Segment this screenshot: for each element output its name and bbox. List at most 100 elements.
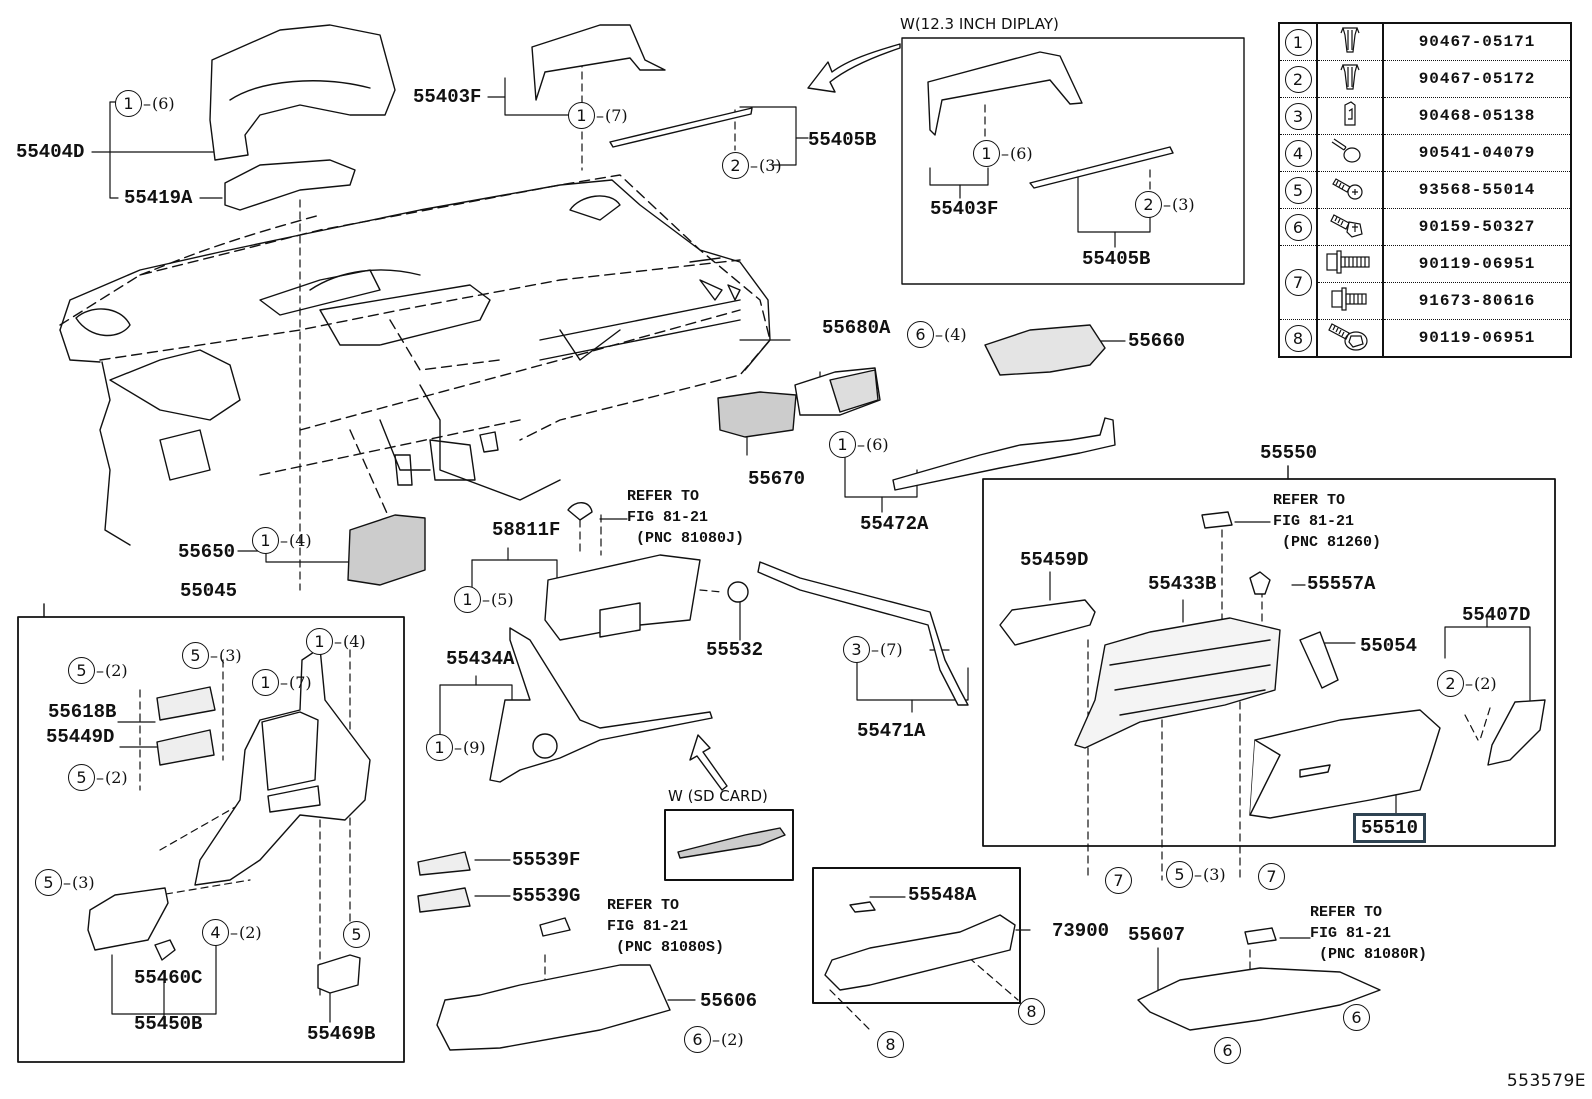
part-label-55550[interactable]: 55550 — [1260, 442, 1318, 464]
part-label-55404D[interactable]: 55404D — [16, 141, 85, 163]
view-arrow-sd — [689, 734, 728, 791]
table-row[interactable]: 1 90467-05171 — [1278, 22, 1572, 61]
part-label-55539F[interactable]: 55539F — [512, 849, 581, 871]
fastener-callout: 8 — [1018, 996, 1045, 1026]
part-label-55459D[interactable]: 55459D — [1020, 549, 1089, 571]
fastener-part-number[interactable]: 90467-05171 — [1382, 22, 1572, 61]
part-label-55557A[interactable]: 55557A — [1307, 573, 1376, 595]
fastener-qty: (3) — [750, 156, 782, 175]
fastener-callout: 5 (2) — [68, 655, 128, 685]
part-label-55403F[interactable]: 55403F — [413, 86, 482, 108]
fastener-callout: 2 (2) — [1437, 668, 1497, 698]
fastener-ref: 6 — [1214, 1036, 1241, 1064]
fastener-part-number[interactable]: 91673-80616 — [1382, 282, 1572, 320]
fastener-part-number[interactable]: 90541-04079 — [1382, 134, 1572, 172]
fastener-ref: 5 — [68, 763, 95, 791]
fastener-ref: 4 — [202, 918, 229, 946]
fastener-qty: (4) — [334, 632, 366, 651]
part-label-55650[interactable]: 55650 — [178, 541, 236, 563]
inset-box-73900 — [812, 867, 1021, 1004]
fastener-qty: (7) — [596, 106, 628, 125]
fastener-callout: 1 (6) — [829, 429, 889, 459]
table-row[interactable]: 4 90541-04079 — [1278, 134, 1572, 172]
fastener-ref: 5 — [68, 656, 95, 684]
fastener-part-number[interactable]: 93568-55014 — [1382, 171, 1572, 209]
part-shapes — [87, 24, 1546, 1051]
fastener-part-number[interactable]: 90119-06951 — [1382, 319, 1572, 358]
part-label-55405B[interactable]: 55405B — [808, 129, 877, 151]
fastener-ref: 2 — [1135, 190, 1162, 218]
table-row[interactable]: 6 90159-50327 — [1278, 208, 1572, 246]
highlighted-part-55510[interactable]: 55510 — [1353, 813, 1427, 843]
inset-box-55045-lower-panel — [17, 616, 405, 1063]
bolt-icon — [1326, 250, 1370, 274]
clip-icon — [1340, 27, 1360, 53]
fastener-ref: 5 — [1284, 176, 1312, 204]
inset-box-12-3-display — [901, 37, 1245, 285]
table-row[interactable]: 91673-80616 — [1279, 282, 1572, 320]
fastener-ref: 7 — [1258, 862, 1285, 890]
part-label-55433B[interactable]: 55433B — [1148, 573, 1217, 595]
fastener-ref: 2 — [722, 151, 749, 179]
fastener-table: 1 90467-05171 2 90467-05172 3 90468-0513… — [1278, 22, 1572, 358]
part-label-55606[interactable]: 55606 — [700, 990, 758, 1012]
inset-box-55550-glovebox — [982, 478, 1556, 847]
part-label-73900[interactable]: 73900 — [1052, 920, 1110, 942]
part-label-55607[interactable]: 55607 — [1128, 924, 1186, 946]
table-row[interactable]: 3 90468-05138 — [1278, 97, 1572, 135]
clip-icon — [1340, 64, 1360, 90]
inset-caption-12-3-display: W(12.3 INCH DIPLAY) — [900, 15, 1059, 33]
instrument-panel-solid-edges — [59, 179, 771, 546]
fastener-callout: 3 (7) — [843, 634, 903, 664]
part-label-55403F-display-variant[interactable]: 55403F — [930, 198, 999, 220]
part-label-55405B-display-variant[interactable]: 55405B — [1082, 248, 1151, 270]
part-label-55660[interactable]: 55660 — [1128, 330, 1186, 352]
table-row[interactable]: 2 90467-05172 — [1278, 60, 1572, 98]
fastener-qty: (6) — [857, 435, 889, 454]
fastener-ref: 3 — [843, 635, 870, 663]
refer-note-81260[interactable]: REFER TO FIG 81-21 (PNC 81260) — [1273, 492, 1382, 551]
part-label-55045[interactable]: 55045 — [180, 580, 238, 602]
part-label-55419A[interactable]: 55419A — [124, 187, 193, 209]
fastener-callout: 5 (3) — [1166, 859, 1226, 889]
part-label-55548A[interactable]: 55548A — [908, 884, 977, 906]
part-label-55449D[interactable]: 55449D — [46, 726, 115, 748]
fastener-ref: 5 — [182, 641, 209, 669]
part-label-55469B[interactable]: 55469B — [307, 1023, 376, 1045]
refer-note-81080S[interactable]: REFER TO FIG 81-21 (PNC 81080S) — [607, 897, 725, 956]
fastener-ref: 1 — [829, 430, 856, 458]
refer-note-81080R[interactable]: REFER TO FIG 81-21 (PNC 81080R) — [1310, 904, 1428, 963]
part-label-55054[interactable]: 55054 — [1360, 635, 1418, 657]
fastener-qty: (2) — [230, 923, 262, 942]
table-row[interactable]: 7 90119-06951 — [1278, 245, 1572, 320]
part-label-55407D[interactable]: 55407D — [1462, 604, 1531, 626]
table-row[interactable]: 5 93568-55014 — [1278, 171, 1572, 209]
table-row[interactable]: 8 90119-06951 — [1278, 319, 1572, 358]
fastener-qty: (9) — [454, 738, 486, 757]
part-label-55532[interactable]: 55532 — [706, 639, 764, 661]
part-label-55460C[interactable]: 55460C — [134, 967, 203, 989]
part-label-58811F[interactable]: 58811F — [492, 519, 561, 541]
fastener-part-number[interactable]: 90468-05138 — [1382, 97, 1572, 135]
fastener-ref: 1 — [252, 668, 279, 696]
part-label-55450B[interactable]: 55450B — [134, 1013, 203, 1035]
part-label-55618B[interactable]: 55618B — [48, 701, 117, 723]
refer-note-81080J[interactable]: REFER TO FIG 81-21 (PNC 81080J) — [627, 488, 745, 547]
fastener-qty: (6) — [1001, 144, 1033, 163]
part-label-55670[interactable]: 55670 — [748, 468, 806, 490]
part-label-55434A[interactable]: 55434A — [446, 648, 515, 670]
figure-id: 553579E — [1506, 1071, 1586, 1091]
part-label-55680A[interactable]: 55680A — [822, 317, 891, 339]
part-label-55471A[interactable]: 55471A — [857, 720, 926, 742]
part-label-55539G[interactable]: 55539G — [512, 885, 581, 907]
fastener-part-number[interactable]: 90467-05172 — [1382, 60, 1572, 98]
inset-box-sd-card — [664, 809, 794, 881]
fastener-ref: 6 — [1343, 1003, 1370, 1031]
fastener-part-number[interactable]: 90119-06951 — [1382, 245, 1572, 283]
fastener-qty: (2) — [712, 1030, 744, 1049]
fastener-callout: 5 (2) — [68, 762, 128, 792]
part-label-55472A[interactable]: 55472A — [860, 513, 929, 535]
fastener-qty: (6) — [143, 94, 175, 113]
fastener-ref: 7 — [1284, 269, 1312, 296]
fastener-part-number[interactable]: 90159-50327 — [1382, 208, 1572, 246]
